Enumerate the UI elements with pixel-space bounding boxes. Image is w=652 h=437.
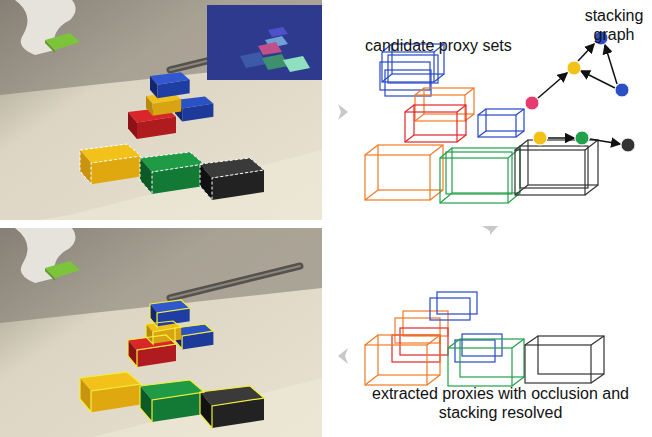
shape-path — [581, 71, 615, 88]
shape-path — [525, 336, 604, 383]
shape-polygon — [80, 372, 141, 412]
shape-g — [365, 88, 474, 200]
shape-g — [80, 300, 264, 428]
shape-g — [380, 44, 524, 137]
shape-polygon — [140, 152, 204, 194]
shape-polygon — [146, 321, 181, 344]
shape-polygon — [150, 300, 190, 327]
photo — [0, 0, 322, 220]
graph-node — [525, 96, 539, 110]
shape-path — [590, 139, 620, 144]
shape-rect — [378, 335, 440, 375]
shape-polygon — [80, 144, 141, 184]
shape-g — [365, 292, 604, 386]
photo — [0, 228, 322, 437]
shape-rect — [538, 336, 604, 374]
shape-rect — [520, 146, 588, 188]
shape-rect — [448, 348, 512, 386]
shape-path — [515, 140, 598, 195]
shape-rect — [446, 152, 512, 194]
shape-rect — [430, 298, 470, 320]
panel-label: candidate proxy sets — [365, 36, 565, 55]
shape-g — [440, 148, 520, 203]
shape-rect — [403, 311, 448, 336]
shape-polygon — [128, 335, 176, 367]
shape-rect — [405, 112, 457, 142]
shape-rect — [207, 5, 322, 80]
shape-rect — [437, 292, 477, 314]
shape-g — [515, 140, 598, 195]
chevron — [338, 104, 498, 364]
shape-path — [605, 45, 617, 84]
shape-g — [538, 44, 620, 144]
shape-polygon — [175, 324, 213, 349]
shape-polygon — [268, 27, 288, 37]
graph-label: stacking graph — [580, 6, 648, 44]
shape-polygon — [258, 42, 282, 55]
shape-rect — [365, 345, 427, 385]
shape-rect — [395, 318, 440, 343]
shape-path — [448, 339, 524, 386]
shape-path — [405, 105, 466, 142]
shape-rect — [0, 228, 322, 437]
shape-path — [365, 145, 443, 200]
shape-polygon — [240, 52, 266, 68]
shape-path — [478, 109, 524, 137]
shape-g — [525, 31, 635, 152]
graph-node — [533, 131, 547, 145]
shape-polygon — [482, 226, 498, 235]
shape-g — [405, 105, 466, 142]
shape-rect — [462, 334, 502, 356]
shape-rect — [382, 52, 434, 82]
shape-polygon — [338, 104, 348, 120]
shape-rect — [478, 115, 516, 137]
graph-node — [575, 131, 589, 145]
shape-path — [548, 137, 574, 139]
shape-rect — [400, 328, 448, 355]
shape-path — [578, 44, 594, 61]
shape-path — [538, 73, 567, 98]
shape-polygon — [200, 158, 264, 200]
shape-g — [80, 144, 264, 200]
shape-rect — [460, 339, 524, 377]
shape-path — [365, 335, 440, 385]
shape-rect — [440, 158, 508, 203]
shape-rect — [525, 345, 591, 383]
shape-polygon — [283, 56, 310, 72]
shape-polygon — [200, 386, 264, 428]
shape-rect — [414, 105, 466, 135]
graph-node — [615, 83, 629, 97]
shape-polygon — [262, 54, 288, 70]
shape-rect — [486, 109, 524, 131]
graph-node — [567, 61, 581, 75]
shape-rect — [452, 148, 520, 193]
shape-rect — [455, 340, 495, 362]
shape-path — [440, 148, 520, 203]
shape-polygon — [140, 380, 204, 422]
shape-rect — [392, 335, 440, 362]
graph-node — [621, 138, 635, 152]
shape-polygon — [338, 348, 348, 364]
shape-g — [365, 44, 598, 203]
result-caption: extracted proxies with occlusion and sta… — [353, 384, 648, 422]
